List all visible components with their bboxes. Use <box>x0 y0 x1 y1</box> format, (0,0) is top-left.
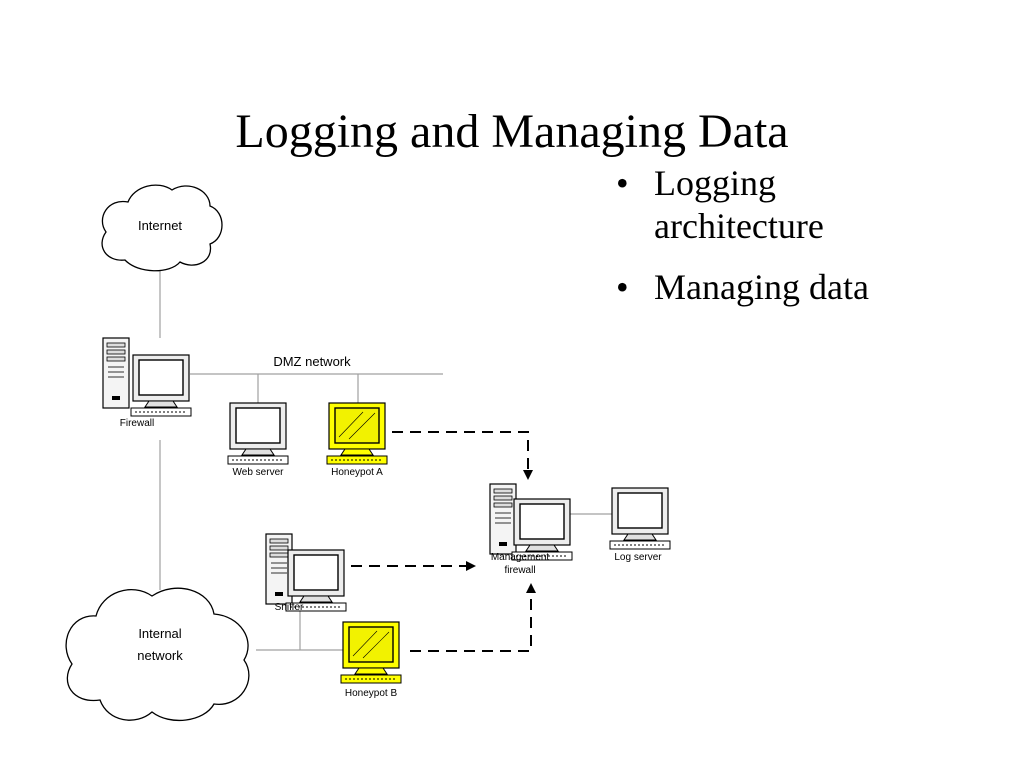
sniffer-label: Sniffer <box>275 602 304 613</box>
slide-title: Logging and Managing Data <box>235 105 789 158</box>
internal-network-label-line1: Internal <box>138 626 181 641</box>
honeypot-a-label: Honeypot A <box>331 467 383 478</box>
bullet-text: Logging architecture <box>654 163 824 247</box>
internal-network-cloud: Internal network <box>65 587 250 722</box>
monitor-icon <box>130 354 192 417</box>
sniffer-node: Sniffer <box>265 533 347 613</box>
log-server-node: Log server <box>609 487 671 563</box>
honeypot-b-node: Honeypot B <box>340 621 402 699</box>
bullet-marker: • <box>616 267 629 308</box>
monitor-icon <box>340 621 402 684</box>
server-tower-icon <box>489 483 517 555</box>
dmz-network-label: DMZ network <box>273 354 351 369</box>
log-flow-lines <box>333 431 536 652</box>
monitor-icon <box>511 498 573 561</box>
bullet-text: Managing data <box>654 267 869 308</box>
server-tower-icon <box>102 337 130 409</box>
web-server-label: Web server <box>233 467 285 478</box>
honeypot-b-log-arrow <box>410 583 536 652</box>
honeypot-a-node: Honeypot A <box>326 402 388 478</box>
connection-lines <box>159 268 614 651</box>
web-server-node: Web server <box>227 402 289 478</box>
honeypot-b-label: Honeypot B <box>345 688 398 699</box>
log-server-label: Log server <box>614 552 662 563</box>
monitor-icon <box>609 487 671 550</box>
cloud-icon <box>65 587 250 722</box>
bullet-list: • Logging architecture • Managing data <box>616 162 1016 328</box>
internet-label: Internet <box>138 218 182 233</box>
management-firewall-label-line2: firewall <box>504 565 535 576</box>
firewall-node: Firewall <box>102 337 192 429</box>
internet-cloud: Internet <box>101 184 223 272</box>
monitor-icon <box>326 402 388 465</box>
cloud-icon <box>101 184 223 272</box>
management-firewall-node: Management firewall <box>489 483 573 576</box>
internal-network-label-line2: network <box>137 648 183 663</box>
firewall-label: Firewall <box>120 418 154 429</box>
management-firewall-label-line1: Management <box>491 552 550 563</box>
monitor-icon <box>227 402 289 465</box>
bullet-item-managing-data: • Managing data <box>616 266 1016 309</box>
honeypot-a-log-arrow <box>392 431 533 480</box>
bullet-marker: • <box>616 163 629 203</box>
bullet-item-logging-architecture: • Logging architecture <box>616 162 1016 248</box>
